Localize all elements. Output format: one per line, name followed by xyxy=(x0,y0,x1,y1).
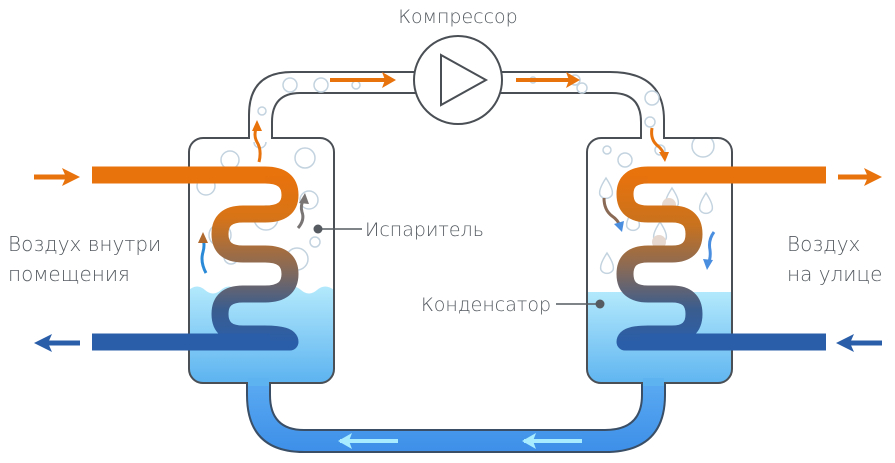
outdoor-air-label-line1: Воздух xyxy=(787,232,860,256)
vapor-arrow xyxy=(198,232,208,274)
gas-flow-arrow xyxy=(516,72,580,88)
outdoor-air-out-arrow xyxy=(838,168,882,186)
condenser-callout xyxy=(556,299,605,309)
indoor-air-label-line2: помещения xyxy=(8,262,130,286)
evaporator-label: Испаритель xyxy=(365,219,484,241)
play-triangle-icon xyxy=(440,53,489,107)
evaporator-coil xyxy=(92,166,299,351)
compressor-label: Компрессор xyxy=(398,6,518,28)
return-flow-arrow xyxy=(522,433,582,449)
indoor-air-label-line1: Воздух внутри xyxy=(8,232,161,256)
return-flow-arrow xyxy=(338,433,398,449)
condensate-arrow xyxy=(650,127,669,162)
outdoor-air-in-arrow xyxy=(836,334,882,352)
indoor-air-in-arrow xyxy=(34,168,80,186)
vapor-arrow xyxy=(252,120,262,163)
outdoor-air-label-line2: на улице xyxy=(787,262,882,286)
indoor-air-out-arrow xyxy=(34,334,80,352)
return-pipe xyxy=(246,381,666,453)
condenser-label: Конденсатор xyxy=(421,294,551,316)
evaporator-callout xyxy=(313,224,362,234)
gas-flow-arrow xyxy=(330,72,396,88)
condensate-arrow xyxy=(703,231,716,270)
condenser-coil xyxy=(616,166,826,351)
vapor-arrow xyxy=(296,193,309,229)
compressor xyxy=(413,35,503,125)
condensate-arrow xyxy=(602,197,624,232)
